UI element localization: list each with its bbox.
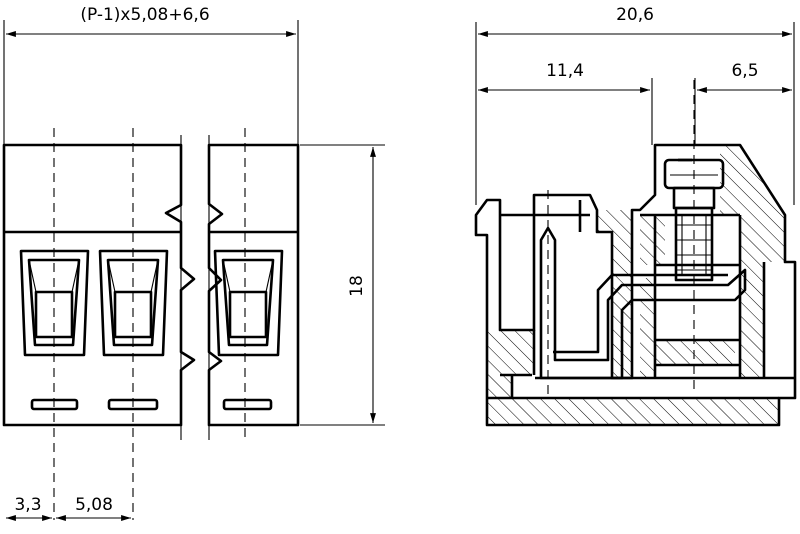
dimension-bottom: 3,3 5,08 [6,495,131,521]
dim-label-edge-offset: 3,3 [14,495,41,515]
dimension-height: 18 [300,144,385,426]
side-view: 20,6 11,4 6,5 [474,5,797,427]
front-center-lines [53,128,246,520]
contact-pin [535,190,747,400]
dim-label-total-width: (P-1)x5,08+6,6 [80,5,209,25]
dim-label-pitch: 5,08 [75,495,113,515]
front-view: (P-1)x5,08+6,6 [2,5,385,521]
screw [663,80,725,390]
dim-label-right-part: 6,5 [731,61,758,81]
dim-label-left-part: 11,4 [546,61,584,81]
dimension-total-width: (P-1)x5,08+6,6 [3,5,299,148]
terminal-opening-3 [213,249,284,411]
dim-label-total-depth: 20,6 [616,5,654,25]
front-body-outline [2,135,300,440]
terminal-opening-2 [98,249,169,411]
dim-label-height: 18 [347,275,367,297]
dimension-side-parts: 11,4 6,5 [478,61,792,145]
dimension-total-depth: 20,6 [475,5,795,205]
